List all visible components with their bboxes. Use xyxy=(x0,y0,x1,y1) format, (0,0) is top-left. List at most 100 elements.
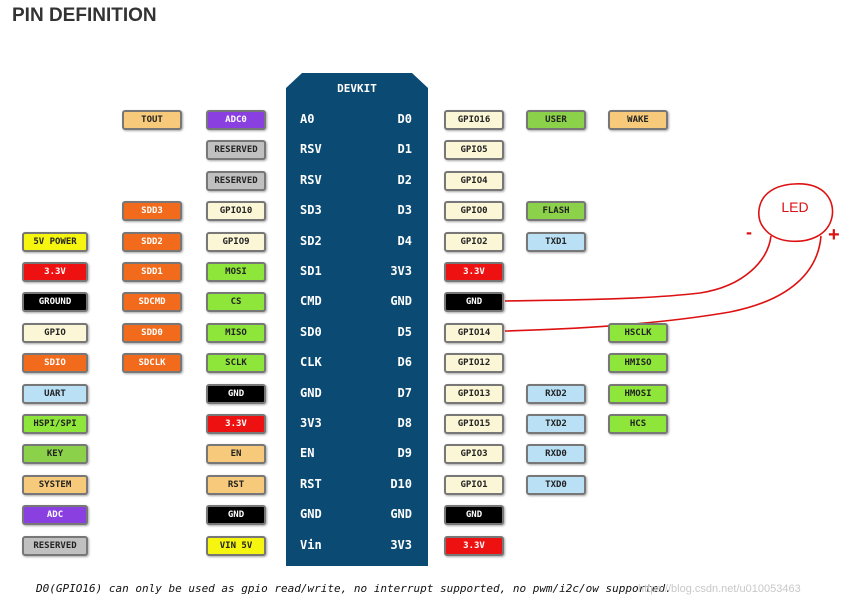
left-pin-func-gnd: GND xyxy=(206,383,266,404)
legend-item-sdio: SDIO xyxy=(22,353,88,374)
left-pin-func-mosi: MOSI xyxy=(206,262,266,282)
footnote: D0(GPIO16) can only be used as gpio read… xyxy=(36,582,672,595)
watermark: https://blog.csdn.net/u010053463 xyxy=(638,583,801,595)
right-pin-func-gnd: GND xyxy=(444,292,504,313)
right-pin-func-gpio3: GPIO3 xyxy=(444,444,504,465)
left-pin-func-en: EN xyxy=(206,444,266,465)
right-pin-func-gnd: GND xyxy=(444,505,504,526)
left-pin-func-reserved: RESERVED xyxy=(206,170,266,191)
right-pin-func-txd1: TXD1 xyxy=(526,231,586,252)
left-pin-func-gpio9: GPIO9 xyxy=(206,231,266,252)
left-pin-func-sclk: SCLK xyxy=(206,353,266,374)
left-pin-func-adc0: ADC0 xyxy=(206,110,266,130)
legend-item-hspi-spi: HSPI/SPI xyxy=(22,414,88,434)
right-pin-func-3-3v: 3.3V xyxy=(444,535,504,556)
right-pin-func-gpio16: GPIO16 xyxy=(444,110,504,130)
right-pin-func-txd0: TXD0 xyxy=(526,474,586,495)
led-wire-minus xyxy=(504,235,772,302)
right-pin-func-gpio4: GPIO4 xyxy=(444,170,504,191)
left-pin-func-rst: RST xyxy=(206,474,266,495)
left-pin-func-sdd3: SDD3 xyxy=(122,201,182,222)
left-pin-func-sdcmd: SDCMD xyxy=(122,292,182,313)
right-pin-func-txd2: TXD2 xyxy=(526,414,586,434)
right-pin-func-gpio14: GPIO14 xyxy=(444,322,504,343)
left-pin-func-cs: CS xyxy=(206,292,266,313)
legend-item-uart: UART xyxy=(22,383,88,404)
left-pin-label-sd1: SD1 xyxy=(300,264,322,278)
led-circle xyxy=(758,183,834,243)
right-pin-func-gpio13: GPIO13 xyxy=(444,383,504,404)
right-pin-label-d4: D4 xyxy=(397,233,412,248)
right-pin-label-d1: D1 xyxy=(397,142,412,157)
right-pin-label-d0: D0 xyxy=(397,112,412,126)
right-pin-func-gpio1: GPIO1 xyxy=(444,474,504,495)
right-pin-func-gpio15: GPIO15 xyxy=(444,414,504,434)
left-pin-label-vin: Vin xyxy=(300,537,322,552)
led-minus-sign: - xyxy=(746,222,752,242)
right-pin-label-3v3: 3V3 xyxy=(390,537,412,552)
right-pin-func-wake: WAKE xyxy=(608,110,668,130)
right-pin-label-d7: D7 xyxy=(397,385,412,400)
right-pin-func-gpio12: GPIO12 xyxy=(444,353,504,374)
left-pin-func-sdd0: SDD0 xyxy=(122,322,182,343)
left-pin-label-sd2: SD2 xyxy=(300,233,322,248)
right-pin-label-d8: D8 xyxy=(397,416,412,430)
legend-item-ground: GROUND xyxy=(22,292,88,313)
left-pin-func-sdclk: SDCLK xyxy=(122,353,182,374)
legend-item-system: SYSTEM xyxy=(22,474,88,495)
led-plus-sign: + xyxy=(828,224,840,246)
left-pin-label-rsv: RSV xyxy=(300,172,322,187)
left-pin-func-tout: TOUT xyxy=(122,110,182,130)
right-pin-func-rxd2: RXD2 xyxy=(526,383,586,404)
left-pin-label-gnd: GND xyxy=(300,385,322,400)
right-pin-label-d6: D6 xyxy=(397,355,412,370)
legend-item-3-3v: 3.3V xyxy=(22,262,88,282)
right-pin-label-3v3: 3V3 xyxy=(390,264,412,278)
right-pin-label-d3: D3 xyxy=(397,203,412,218)
left-pin-label-gnd: GND xyxy=(300,507,322,522)
left-pin-func-sdd1: SDD1 xyxy=(122,262,182,282)
right-pin-label-d10: D10 xyxy=(390,476,412,491)
right-pin-label-d9: D9 xyxy=(397,446,412,461)
left-pin-label-sd0: SD0 xyxy=(300,324,322,339)
right-pin-func-hmiso: HMISO xyxy=(608,353,668,374)
left-pin-label-rsv: RSV xyxy=(300,142,322,157)
right-pin-label-d5: D5 xyxy=(397,324,412,339)
legend-item-gpio: GPIO xyxy=(22,322,88,343)
legend-item-key: KEY xyxy=(22,444,88,465)
right-pin-func-gpio0: GPIO0 xyxy=(444,201,504,222)
right-pin-label-gnd: GND xyxy=(390,294,412,309)
right-pin-label-d2: D2 xyxy=(397,172,412,187)
right-pin-func-hmosi: HMOSI xyxy=(608,383,668,404)
board-title: DEVKIT xyxy=(337,82,377,95)
legend-item-adc: ADC xyxy=(22,505,88,526)
right-pin-label-gnd: GND xyxy=(390,507,412,522)
left-pin-func-miso: MISO xyxy=(206,322,266,343)
legend-item-reserved: RESERVED xyxy=(22,535,88,556)
right-pin-func-user: USER xyxy=(526,110,586,130)
left-pin-label-clk: CLK xyxy=(300,355,322,370)
right-pin-func-rxd0: RXD0 xyxy=(526,444,586,465)
left-pin-func-reserved: RESERVED xyxy=(206,140,266,161)
left-pin-label-cmd: CMD xyxy=(300,294,322,309)
led-wire-plus xyxy=(504,235,822,332)
left-pin-label-sd3: SD3 xyxy=(300,203,322,218)
left-pin-func-gpio10: GPIO10 xyxy=(206,201,266,222)
right-pin-func-hsclk: HSCLK xyxy=(608,322,668,343)
left-pin-label-rst: RST xyxy=(300,476,322,491)
left-pin-func-gnd: GND xyxy=(206,505,266,526)
right-pin-func-flash: FLASH xyxy=(526,201,586,222)
left-pin-label-a0: A0 xyxy=(300,112,315,126)
right-pin-func-3-3v: 3.3V xyxy=(444,262,504,282)
left-pin-func-3-3v: 3.3V xyxy=(206,414,266,434)
page-title: PIN DEFINITION xyxy=(12,5,157,26)
led-label: LED xyxy=(781,199,809,215)
left-pin-func-vin-5v: VIN 5V xyxy=(206,535,266,556)
legend-item-5v-power: 5V POWER xyxy=(22,231,88,252)
left-pin-func-sdd2: SDD2 xyxy=(122,231,182,252)
right-pin-func-hcs: HCS xyxy=(608,414,668,434)
right-pin-func-gpio5: GPIO5 xyxy=(444,140,504,161)
left-pin-label-3v3: 3V3 xyxy=(300,416,322,430)
left-pin-label-en: EN xyxy=(300,446,315,461)
